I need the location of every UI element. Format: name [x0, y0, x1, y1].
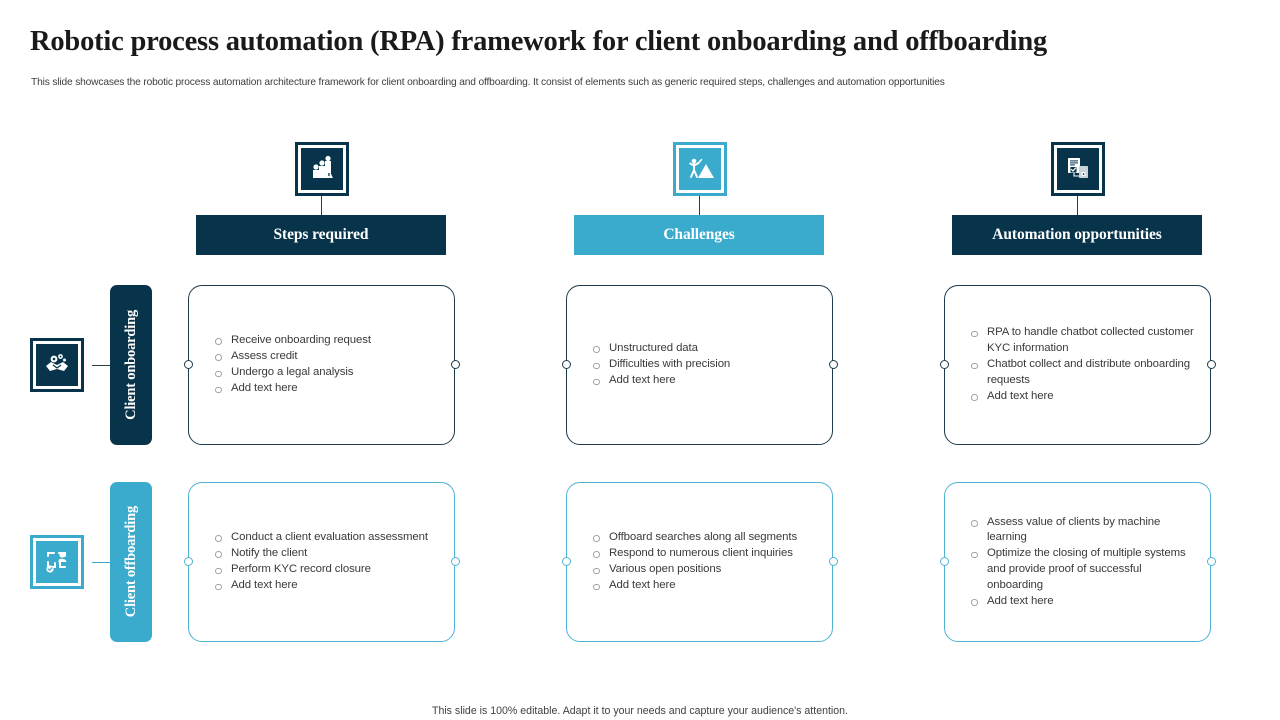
bullet-list: RPA to handle chatbot collected customer…: [945, 325, 1210, 405]
list-item: Optimize the closing of multiple systems…: [971, 546, 1194, 593]
column-header-label: Automation opportunities: [992, 226, 1162, 243]
list-item: Receive onboarding request: [215, 333, 438, 349]
bullet-list: Assess value of clients by machine learn…: [945, 514, 1210, 610]
bullet-list: Offboard searches along all segments Res…: [567, 529, 832, 594]
card-connector-nub: [451, 557, 460, 566]
list-item: Notify the client: [215, 546, 438, 562]
list-item: Add text here: [215, 578, 438, 594]
list-item: Assess value of clients by machine learn…: [971, 515, 1194, 546]
list-item: Offboard searches along all segments: [593, 530, 816, 546]
badge-inner-ring: [33, 538, 81, 586]
column-icon-badge-challenges: [673, 142, 727, 196]
card-onboarding-steps-required[interactable]: Receive onboarding request Assess credit…: [188, 285, 455, 445]
column-icon-badge-steps-required: [295, 142, 349, 196]
card-offboarding-steps-required[interactable]: Conduct a client evaluation assessment N…: [188, 482, 455, 642]
row-label-client-offboarding[interactable]: Client offboarding: [110, 482, 152, 642]
climber-mountain-icon: [689, 158, 714, 178]
card-connector-nub: [829, 360, 838, 369]
card-onboarding-automation-opportunities[interactable]: RPA to handle chatbot collected customer…: [944, 285, 1211, 445]
card-connector-nub: [184, 557, 193, 566]
card-onboarding-challenges[interactable]: Unstructured data Difficulties with prec…: [566, 285, 833, 445]
card-connector-nub: [1207, 557, 1216, 566]
card-connector-nub: [1207, 360, 1216, 369]
list-item: Respond to numerous client inquiries: [593, 546, 816, 562]
bullet-list: Receive onboarding request Assess credit…: [189, 332, 454, 397]
list-item: Various open positions: [593, 562, 816, 578]
list-item: Perform KYC record closure: [215, 562, 438, 578]
card-connector-nub: [829, 557, 838, 566]
card-connector-nub: [562, 360, 571, 369]
card-offboarding-challenges[interactable]: Offboard searches along all segments Res…: [566, 482, 833, 642]
list-item: Assess credit: [215, 349, 438, 365]
list-item: Add text here: [215, 381, 438, 397]
card-connector-nub: [184, 360, 193, 369]
row-label-text: Client offboarding: [122, 506, 139, 618]
card-connector-nub: [451, 360, 460, 369]
steps-chart-icon: [313, 155, 333, 178]
column-header-automation-opportunities[interactable]: Automation opportunities: [952, 215, 1202, 255]
document-workflow-icon: [1068, 158, 1088, 178]
column-header-label: Steps required: [273, 226, 369, 243]
list-item: Chatbot collect and distribute onboardin…: [971, 357, 1194, 388]
footer-note: This slide is 100% editable. Adapt it to…: [431, 705, 849, 717]
list-item: RPA to handle chatbot collected customer…: [971, 325, 1194, 356]
list-item: Add text here: [971, 594, 1194, 610]
list-item: Add text here: [971, 389, 1194, 405]
row-connector-2: [92, 562, 110, 563]
column-header-label: Challenges: [663, 226, 735, 243]
list-item: Add text here: [593, 373, 816, 389]
card-offboarding-automation-opportunities[interactable]: Assess value of clients by machine learn…: [944, 482, 1211, 642]
card-connector-nub: [562, 557, 571, 566]
badge-inner-ring: [676, 145, 724, 193]
badge-inner-ring: [298, 145, 346, 193]
handshake-gear-icon: [46, 354, 68, 371]
column-icon-badge-automation-opportunities: [1051, 142, 1105, 196]
row-label-text: Client onboarding: [122, 310, 139, 420]
row-icon-badge-client-offboarding: [30, 535, 84, 589]
page-title: Robotic process automation (RPA) framewo…: [30, 26, 1048, 57]
bullet-list: Unstructured data Difficulties with prec…: [567, 340, 832, 389]
column-header-steps-required[interactable]: Steps required: [196, 215, 446, 255]
list-item: Conduct a client evaluation assessment: [215, 530, 438, 546]
offboarding-flow-icon: [46, 552, 67, 573]
row-connector-1: [92, 365, 110, 366]
badge-inner-ring: [1054, 145, 1102, 193]
list-item: Difficulties with precision: [593, 357, 816, 373]
badge-inner-ring: [33, 341, 81, 389]
column-stem-3: [1077, 196, 1078, 215]
card-connector-nub: [940, 557, 949, 566]
column-stem-1: [321, 196, 322, 215]
card-connector-nub: [940, 360, 949, 369]
column-stem-2: [699, 196, 700, 215]
column-header-challenges[interactable]: Challenges: [574, 215, 824, 255]
bullet-list: Conduct a client evaluation assessment N…: [189, 529, 454, 594]
list-item: Undergo a legal analysis: [215, 365, 438, 381]
row-icon-badge-client-onboarding: [30, 338, 84, 392]
list-item: Unstructured data: [593, 341, 816, 357]
list-item: Add text here: [593, 578, 816, 594]
row-label-client-onboarding[interactable]: Client onboarding: [110, 285, 152, 445]
page-subtitle: This slide showcases the robotic process…: [31, 77, 945, 88]
